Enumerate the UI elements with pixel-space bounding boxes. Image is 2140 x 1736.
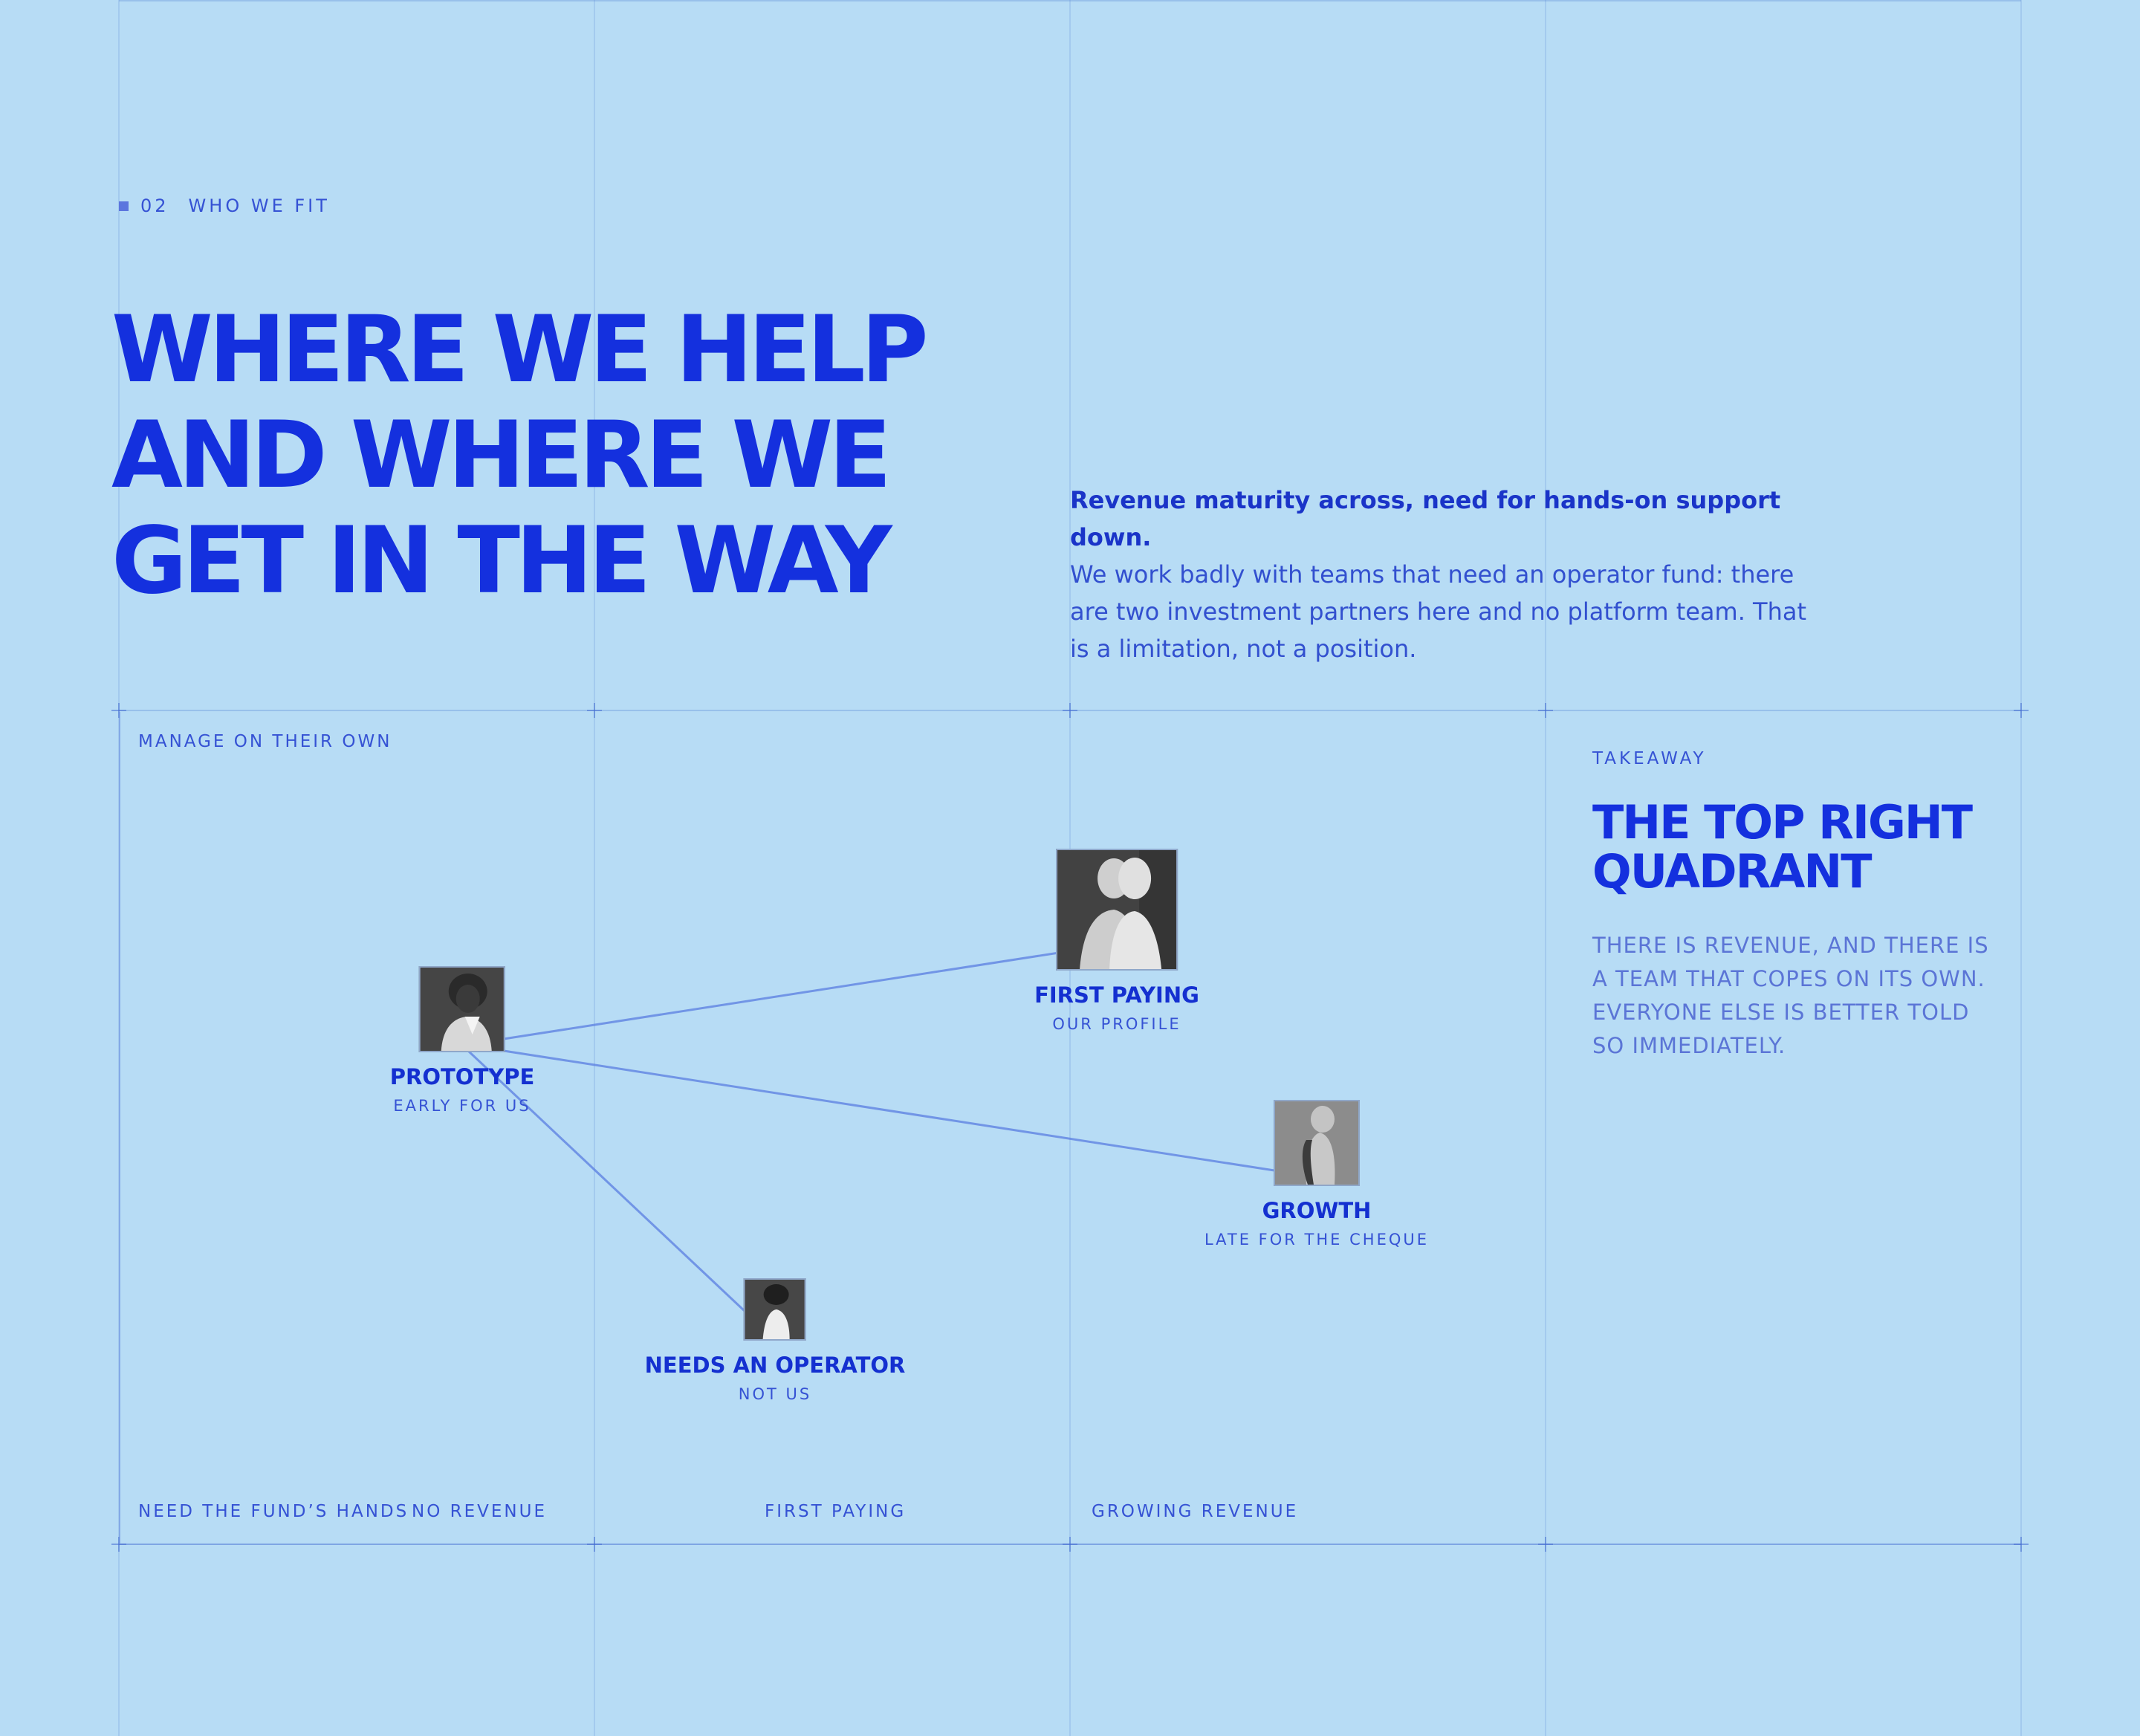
takeaway-body: THERE IS REVENUE, AND THERE IS A TEAM TH…	[1592, 933, 1989, 1058]
takeaway-title-line: QUADRANT	[1592, 844, 1872, 898]
connector-line	[503, 1049, 1275, 1172]
connector-line	[503, 951, 1060, 1040]
matrix-node-needs-operator[interactable]: NEEDS AN OPERATOR NOT US	[644, 1278, 906, 1403]
matrix-node-growth[interactable]: GROWTH LATE FOR THE CHEQUE	[1204, 1100, 1429, 1248]
takeaway-title: THE TOP RIGHT QUADRANT	[1592, 798, 1994, 896]
grid-cross-mark	[1063, 703, 1077, 718]
page-title-line: AND WHERE WE	[111, 402, 892, 509]
node-title: NEEDS AN OPERATOR	[644, 1353, 906, 1378]
page-title: WHERE WE HELP AND WHERE WE GET IN THE WA…	[111, 297, 1077, 614]
grid-cross-mark	[1538, 703, 1553, 718]
takeaway-title-line: THE TOP RIGHT	[1592, 795, 1973, 849]
x-axis-label: FIRST PAYING	[765, 1502, 907, 1521]
matrix-node-first-paying[interactable]: FIRST PAYING OUR PROFILE	[1034, 849, 1199, 1033]
section-eyebrow: 02 WHO WE FIT	[119, 195, 330, 216]
grid-column-line	[118, 0, 120, 1736]
person-portrait-icon	[419, 966, 505, 1052]
node-title: FIRST PAYING	[1034, 982, 1199, 1008]
grid-column-line	[594, 0, 595, 1736]
intro-lead: Revenue maturity across, need for hands-…	[1070, 486, 1781, 551]
y-axis-bottom-label: NEED THE FUND’S HANDS	[138, 1502, 409, 1521]
grid-cross-mark	[587, 703, 602, 718]
two-people-portrait-icon	[1055, 849, 1178, 971]
matrix-node-prototype[interactable]: PROTOTYPE EARLY FOR US	[389, 966, 535, 1115]
grid-column-line	[1545, 0, 1546, 1736]
x-axis-label: GROWING REVENUE	[1092, 1502, 1299, 1521]
grid-cross-mark	[587, 1537, 602, 1552]
grid-cross-mark	[2014, 703, 2029, 718]
square-bullet-icon	[119, 201, 129, 211]
grid-cross-mark	[1538, 1537, 1553, 1552]
y-axis-top-label: MANAGE ON THEIR OWN	[138, 732, 392, 751]
grid-cross-mark	[111, 1537, 126, 1552]
grid-cross-mark	[111, 703, 126, 718]
x-axis-label: NO REVENUE	[412, 1502, 547, 1521]
takeaway-label: TAKEAWAY	[1592, 749, 1707, 768]
page-title-line: GET IN THE WAY	[111, 508, 892, 615]
node-subtitle: OUR PROFILE	[1052, 1015, 1181, 1033]
grid-cross-mark	[2014, 1537, 2029, 1552]
grid-column-line	[2020, 0, 2022, 1736]
node-title: GROWTH	[1262, 1198, 1372, 1223]
node-subtitle: LATE FOR THE CHEQUE	[1204, 1231, 1430, 1248]
node-title: PROTOTYPE	[389, 1064, 535, 1089]
section-label: WHO WE FIT	[188, 195, 330, 216]
node-subtitle: EARLY FOR US	[393, 1097, 531, 1115]
section-number: 02	[140, 195, 169, 216]
grid-row-line	[119, 0, 2021, 1]
node-subtitle: NOT US	[738, 1385, 812, 1403]
page-title-line: WHERE WE HELP	[111, 297, 929, 404]
person-profile-icon	[1274, 1100, 1360, 1186]
intro-body: We work badly with teams that need an op…	[1070, 560, 1807, 663]
intro-paragraph: Revenue maturity across, need for hands-…	[1070, 482, 1813, 667]
person-portrait-icon	[743, 1278, 806, 1341]
grid-cross-mark	[1063, 1537, 1077, 1552]
takeaway-panel: TAKEAWAY THE TOP RIGHT QUADRANT THERE IS…	[1592, 749, 1994, 1063]
